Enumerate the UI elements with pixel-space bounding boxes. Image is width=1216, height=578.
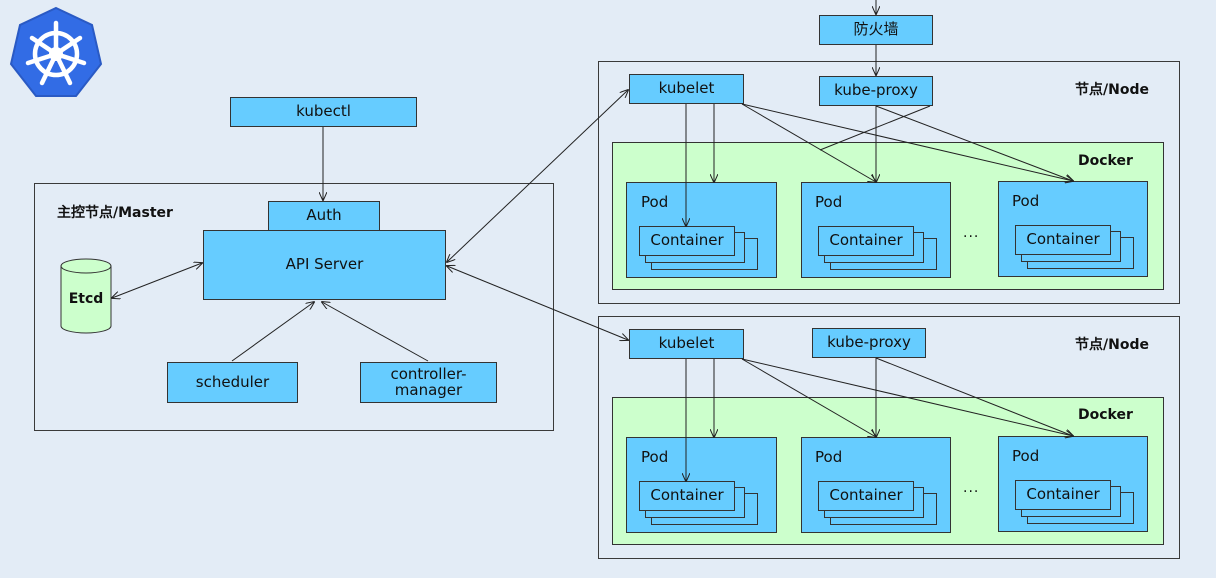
kube-proxy-box: kube-proxy (819, 76, 933, 106)
kubelet-box: kubelet (629, 74, 744, 104)
controller-manager-box: controller- manager (360, 362, 497, 403)
etcd-database (60, 258, 112, 334)
pod-label: Pod (1012, 447, 1040, 465)
kubelet-box: kubelet (629, 329, 744, 359)
container-box: Container (639, 226, 735, 256)
node-title: 节点/Node (1075, 82, 1149, 98)
docker-label: Docker (1078, 153, 1133, 169)
pod-label: Pod (815, 448, 843, 466)
container-box: Container (639, 481, 735, 511)
docker-label: Docker (1078, 407, 1133, 423)
scheduler-box: scheduler (167, 362, 298, 403)
master-title: 主控节点/Master (57, 205, 173, 221)
auth-box: Auth (268, 201, 380, 231)
api-server-box: API Server (203, 230, 446, 300)
firewall-box: 防火墙 (819, 15, 933, 45)
container-box: Container (818, 481, 914, 511)
kubernetes-logo-icon (8, 6, 104, 102)
etcd-label: Etcd (68, 291, 104, 307)
kubectl-box: kubectl (230, 97, 417, 127)
pod-label: Pod (641, 448, 669, 466)
kube-proxy-box: kube-proxy (812, 328, 926, 358)
container-box: Container (1015, 480, 1111, 510)
pod-label: Pod (1012, 192, 1040, 210)
pod-ellipsis: ··· (963, 484, 980, 500)
pod-label: Pod (641, 193, 669, 211)
container-box: Container (818, 226, 914, 256)
node-title: 节点/Node (1075, 337, 1149, 353)
container-box: Container (1015, 225, 1111, 255)
pod-label: Pod (815, 193, 843, 211)
pod-ellipsis: ··· (963, 229, 980, 245)
